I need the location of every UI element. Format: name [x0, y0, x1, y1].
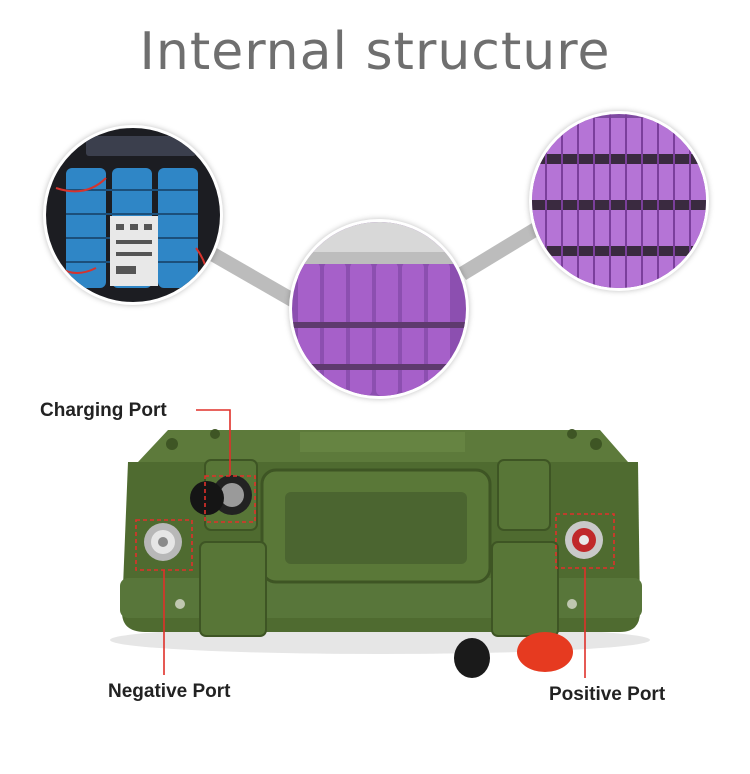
connector-bar-right	[458, 220, 545, 280]
positive-port-label: Positive Port	[549, 684, 666, 705]
negative-port-label: Negative Port	[108, 681, 231, 702]
bms-wiring-photo	[46, 128, 220, 302]
charging-port-line	[196, 409, 231, 476]
cell-pack-closeup-photo	[292, 222, 466, 396]
cell-rows-photo	[532, 114, 706, 288]
callout-lines	[135, 409, 615, 678]
charging-port-label: Charging Port	[40, 400, 167, 421]
connector-bar-left	[205, 246, 300, 308]
page-title: Internal structure	[139, 22, 611, 82]
battery-case	[110, 429, 650, 678]
